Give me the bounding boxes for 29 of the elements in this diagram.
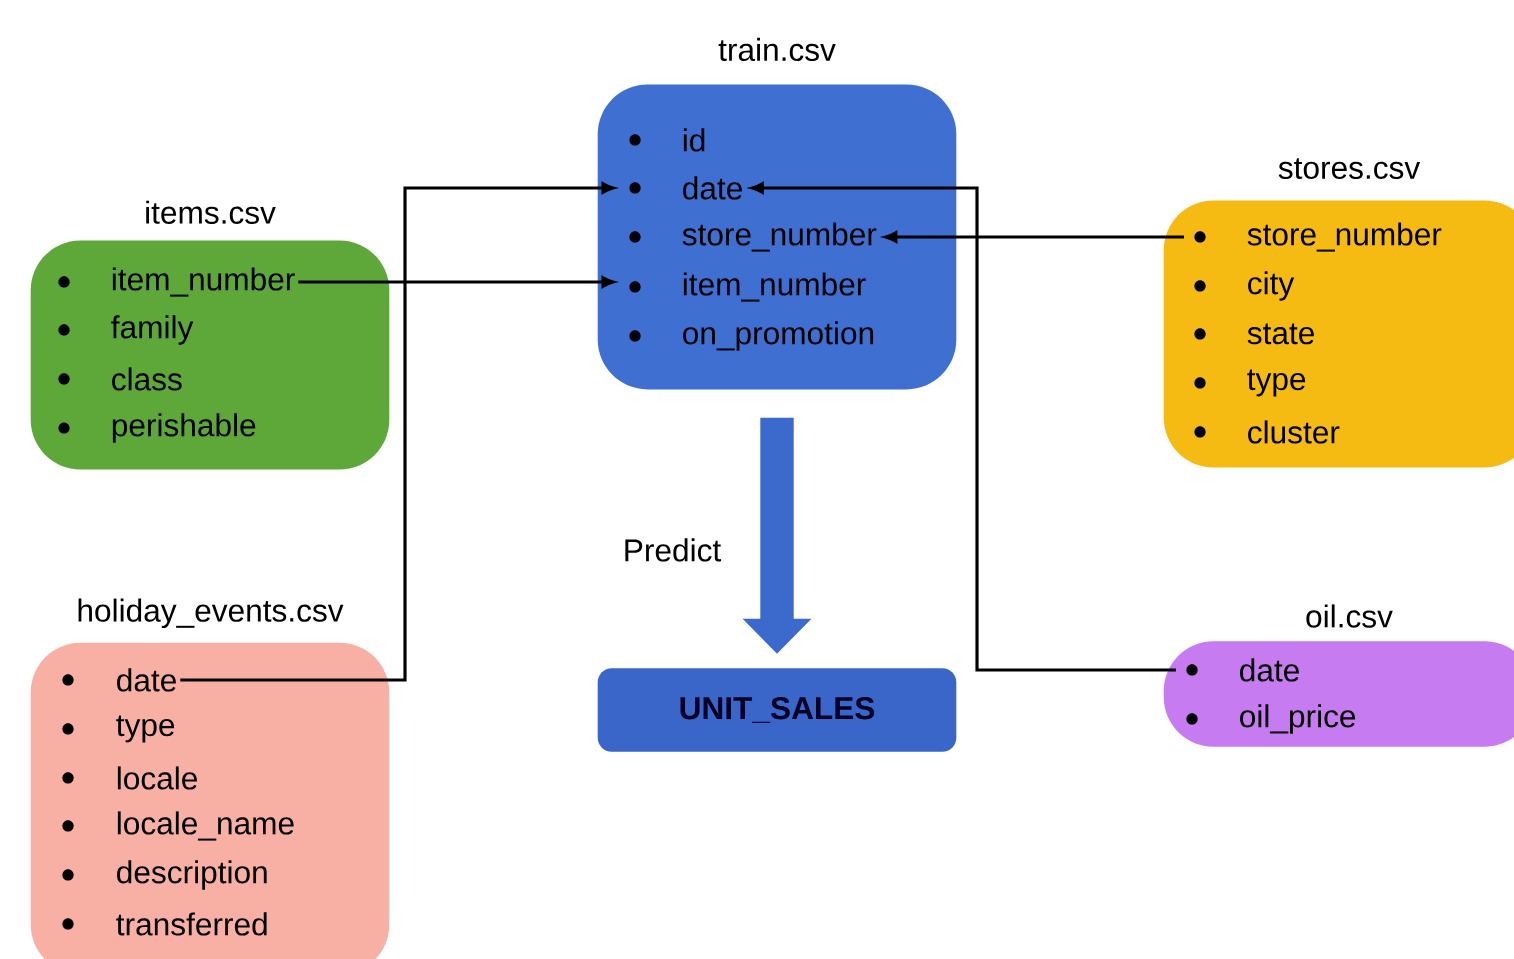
- field-label: perishable: [112, 413, 256, 443]
- field-label: item_number: [112, 267, 295, 297]
- field-label: store_number: [1247, 222, 1442, 252]
- node-label: train.csv: [718, 37, 836, 62]
- field-label: cluster: [1248, 420, 1340, 444]
- node-label: stores.csv: [1278, 158, 1421, 179]
- field-label: store_number: [682, 222, 877, 252]
- field-label: item_number: [683, 272, 866, 302]
- field-label: date: [117, 668, 176, 692]
- edge-label: Predict: [619, 534, 725, 566]
- field-label: date: [1240, 658, 1299, 682]
- field-label: class: [112, 367, 182, 391]
- field-label: description: [117, 860, 267, 890]
- field-label: on_promotion: [683, 321, 874, 351]
- field-label: family: [111, 315, 194, 345]
- field-label: id: [683, 128, 705, 152]
- field-label: locale: [117, 766, 197, 790]
- field-label: type: [116, 715, 175, 743]
- field-label: oil_price: [1240, 704, 1356, 734]
- output-box: UNIT_SALES: [597, 668, 957, 752]
- field-label: date: [683, 176, 742, 200]
- field-label: city: [1248, 271, 1295, 301]
- node-label: holiday_events.csv: [78, 598, 344, 629]
- field-label: state: [1247, 323, 1314, 345]
- node-label: items.csv: [146, 200, 276, 224]
- field-label: locale_name: [117, 811, 294, 841]
- field-label: type: [1247, 369, 1306, 397]
- node-label: oil.csv: [1306, 604, 1393, 628]
- field-label: transferred: [116, 912, 267, 936]
